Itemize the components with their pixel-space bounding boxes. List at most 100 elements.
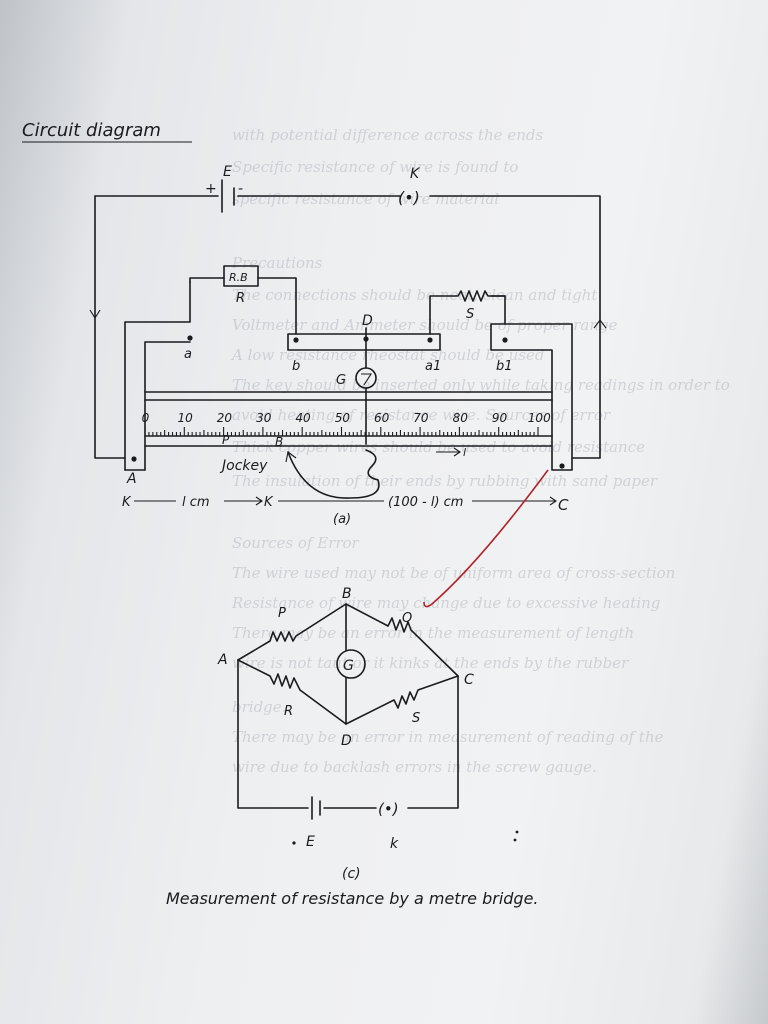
- node-a-label: A: [217, 652, 228, 668]
- node-c-label: C: [464, 672, 474, 688]
- key-top: (•) K: [398, 166, 421, 207]
- metre-bridge-figure: E + - (•) K a A R.B R b a1 S: [89, 164, 607, 527]
- bridge-galvanometer-label: G: [343, 658, 354, 674]
- svg-text:Sources of Error: Sources of Error: [232, 534, 360, 552]
- key-label: K: [410, 166, 421, 182]
- scale-label: 0: [142, 411, 150, 425]
- rb-lead-right: [257, 277, 297, 335]
- svg-text:Resistance of wire may change: Resistance of wire may change due to exc…: [231, 594, 660, 612]
- svg-text:wire is not taut or it kinks a: wire is not taut or it kinks at the ends…: [232, 654, 629, 672]
- svg-text:There may be an error in measu: There may be an error in measurement of …: [232, 728, 664, 746]
- bridge-key-symbol: (•): [378, 800, 399, 818]
- end-label-c: C: [558, 496, 569, 514]
- svg-text:bridge.: bridge.: [232, 698, 286, 716]
- resistance-box: [223, 265, 259, 287]
- scale-label: 90: [492, 411, 508, 425]
- scale-label: 20: [217, 411, 233, 425]
- figure-caption: Measurement of resistance by a metre bri…: [166, 889, 539, 908]
- scale-label: 60: [374, 411, 390, 425]
- svg-text:There may be an error in the m: There may be an error in the measurement…: [232, 624, 634, 642]
- dimension-left-k: K: [122, 495, 132, 510]
- battery-plus-sign: +: [205, 181, 217, 197]
- svg-text:The connections should be neat: The connections should be neat, clean an…: [232, 286, 598, 304]
- centre-terminal-label: D: [362, 313, 373, 329]
- rb-box-label: R.B: [229, 271, 248, 284]
- resistor-q-label: Q: [402, 611, 412, 626]
- svg-text:specific resistance of wire ma: specific resistance of wire material: [232, 190, 499, 208]
- figure-c-label: (c): [342, 866, 361, 882]
- contact-point-b-label: B: [275, 435, 283, 449]
- end-label-a: A: [126, 471, 137, 487]
- middle-strip: [287, 333, 441, 351]
- svg-text:Thick copper wires should be u: Thick copper wires should be used to avo…: [232, 438, 645, 456]
- scale-label: 10: [178, 411, 194, 425]
- svg-text:The insulation of their ends b: The insulation of their ends by rubbing …: [232, 472, 658, 490]
- ink-speck: [292, 841, 296, 845]
- resistor-p-label: P: [278, 606, 286, 621]
- right-strip-outline: [490, 323, 573, 471]
- terminal-label-a1: a1: [425, 359, 441, 374]
- jockey-wire: [287, 449, 380, 499]
- svg-text:Specific resistance of wire is: Specific resistance of wire is found to: [232, 158, 518, 176]
- bleed-through-text: with potential difference across the end…: [230, 126, 730, 776]
- ink-speck: [515, 830, 519, 834]
- gap-a1-dot: [427, 337, 433, 343]
- left-outer-wire: [94, 195, 126, 459]
- resistor-s-bridge: [345, 675, 459, 725]
- contact-point-p-label: P: [222, 433, 230, 447]
- battery-minus-sign: -: [238, 181, 243, 197]
- scale-label: 80: [453, 411, 469, 425]
- gap-b-dot: [293, 337, 299, 343]
- bridge-outer-left: [237, 659, 309, 809]
- dimension-arrow-1: [255, 496, 263, 506]
- wheatstone-bridge-figure: P Q R S G B A C D (•) E k (c): [217, 586, 519, 882]
- ink-speck: [513, 838, 517, 842]
- scale-label: 30: [256, 411, 272, 425]
- resistor-s-bridge-label: S: [412, 711, 420, 726]
- scale-label: 100: [528, 411, 551, 425]
- resistor-r: [237, 659, 347, 725]
- left-strip-outline-outer: [124, 281, 191, 471]
- dimension-middle-k: K: [264, 495, 274, 510]
- terminal-label-b1: b1: [496, 359, 513, 374]
- terminal-label-b: b: [292, 359, 300, 374]
- heading-group: Circuit diagram: [22, 120, 192, 143]
- gap-a-dot: [187, 335, 193, 341]
- dimension-left-length: l cm: [182, 495, 210, 510]
- key-symbol: (•): [398, 188, 420, 207]
- jockey-arrow: [285, 451, 297, 463]
- jockey-label: Jockey: [219, 458, 268, 474]
- scale-minor-ticks: [144, 427, 539, 436]
- wire-length-mark: l: [463, 446, 466, 459]
- scale-label: 40: [295, 411, 311, 425]
- resistor-s: [429, 290, 506, 335]
- wire-direction-arrow: [436, 447, 461, 457]
- svg-text:Precautions: Precautions: [231, 254, 323, 272]
- resistor-s-label: S: [466, 307, 474, 322]
- dimension-arrow-2: [549, 496, 557, 506]
- galvanometer-label: G: [336, 373, 346, 388]
- svg-text:wire due to backlash errors in: wire due to backlash errors in the screw…: [232, 758, 597, 776]
- resistor-q: [345, 603, 459, 677]
- terminal-c-dot: [559, 463, 565, 469]
- page-heading: Circuit diagram: [22, 120, 161, 141]
- svg-text:with potential difference acro: with potential difference across the end…: [232, 126, 543, 144]
- resistor-r-label: R: [284, 704, 293, 719]
- rb-lead-left: [189, 277, 225, 283]
- terminal-label-a: a: [184, 347, 192, 362]
- node-b-label: B: [342, 586, 352, 602]
- terminal-a-dot: [131, 456, 137, 462]
- red-pen-mark: [423, 469, 549, 608]
- bridge-outer-right: [407, 675, 459, 809]
- galvanometer-needle: [361, 373, 373, 386]
- dimension-right-length: (100 - l) cm: [388, 495, 463, 510]
- bridge-key-label: k: [390, 836, 399, 852]
- svg-text:Voltmeter and Ammeter should b: Voltmeter and Ammeter should be of prope…: [232, 316, 618, 334]
- rb-label: R: [236, 291, 245, 306]
- figure-a-label: (a): [333, 512, 351, 527]
- scale-label: 70: [413, 411, 429, 425]
- gap-b1-dot: [502, 337, 508, 343]
